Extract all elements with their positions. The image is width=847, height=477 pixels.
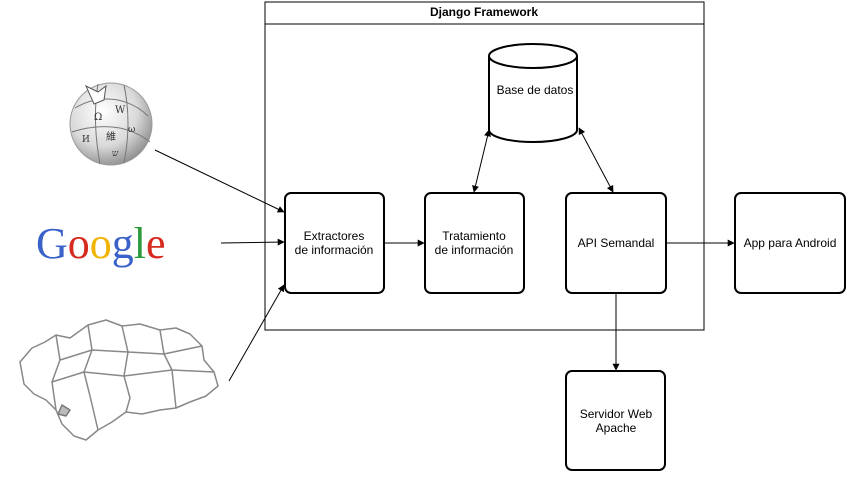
arrow-database-api bbox=[578, 127, 614, 193]
svg-text:ש: ש bbox=[112, 149, 119, 159]
apache-label-line1: Servidor Web bbox=[580, 407, 653, 421]
treatment-label-line2: de información bbox=[435, 243, 514, 257]
api-node: API Semandal bbox=[565, 192, 667, 294]
google-letter-g1: G bbox=[36, 219, 68, 268]
api-label: API Semandal bbox=[578, 236, 655, 250]
google-letter-o2: o bbox=[90, 219, 112, 268]
treatment-label-line1: Tratamiento bbox=[442, 229, 506, 243]
svg-text:ω: ω bbox=[128, 125, 135, 135]
arrow-database-treatment bbox=[472, 129, 491, 193]
google-letter-o1: o bbox=[68, 219, 90, 268]
arrow-wikipedia-to-extractors bbox=[154, 149, 285, 213]
android-label: App para Android bbox=[744, 236, 837, 250]
arrow-map-to-extractors bbox=[228, 284, 285, 382]
arrow-google-to-extractors bbox=[220, 238, 285, 246]
apache-node: Servidor Web Apache bbox=[565, 370, 666, 471]
svg-text:И: И bbox=[82, 135, 90, 145]
database-node: Base de datos bbox=[488, 43, 578, 143]
svg-text:維: 維 bbox=[106, 130, 116, 143]
extractors-label-line2: de información bbox=[295, 243, 374, 257]
wikipedia-globe-icon: Ω W И 維 ω ש bbox=[69, 82, 153, 166]
connectors bbox=[154, 127, 735, 382]
treatment-node: Tratamiento de información bbox=[424, 192, 525, 294]
apache-label-line2: Apache bbox=[596, 421, 637, 435]
database-label: Base de datos bbox=[497, 83, 574, 97]
svg-text:W: W bbox=[115, 105, 126, 116]
andalusia-map-icon bbox=[19, 319, 219, 441]
framework-title: Django Framework bbox=[430, 5, 538, 19]
svg-text:Ω: Ω bbox=[94, 112, 102, 123]
google-letter-l: l bbox=[134, 219, 146, 268]
google-letter-e: e bbox=[146, 219, 166, 268]
android-node: App para Android bbox=[734, 192, 846, 294]
google-letter-g2: g bbox=[112, 219, 134, 268]
google-logo: Google bbox=[36, 219, 166, 268]
extractors-label-line1: Extractores bbox=[304, 229, 365, 243]
extractors-node: Extractores de información bbox=[284, 192, 385, 294]
